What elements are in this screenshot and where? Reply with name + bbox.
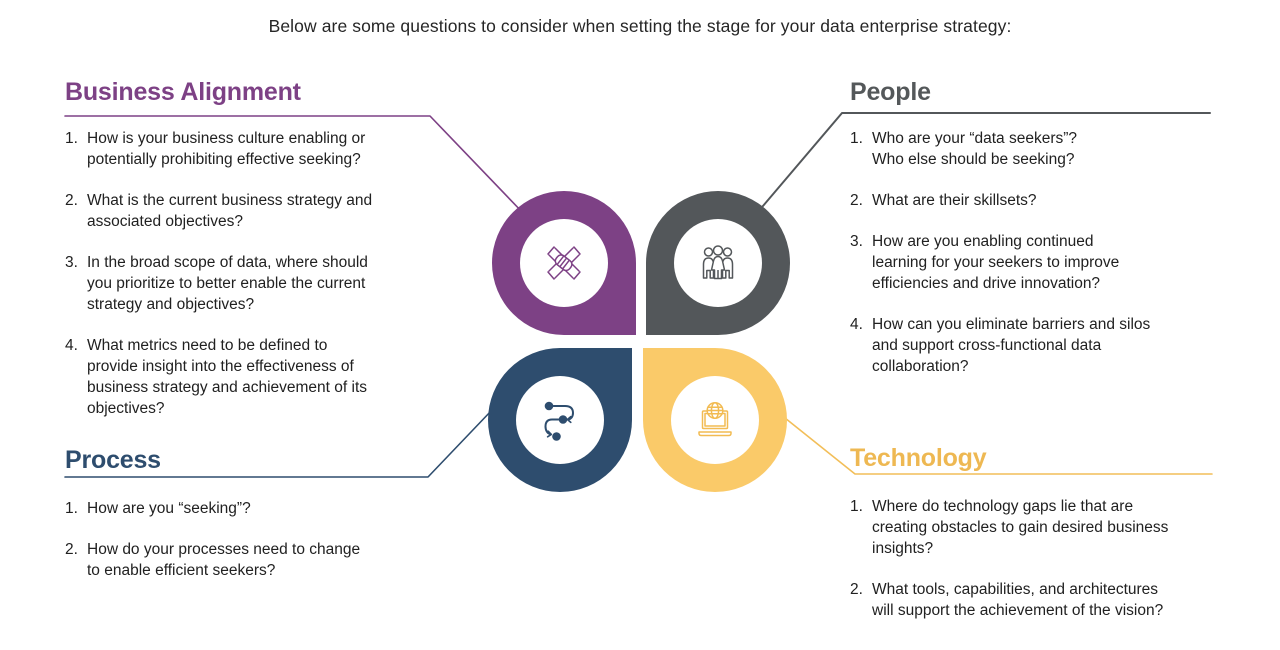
section-business-alignment: Business Alignment 1. How is your busine… [65, 76, 433, 439]
question-number: 2. [850, 581, 863, 598]
question-number: 4. [850, 316, 863, 333]
question-item: 3. In the broad scope of data, where sho… [65, 252, 433, 315]
question-number: 1. [65, 500, 78, 517]
question-number: 4. [65, 337, 78, 354]
question-item: 1. How are you “seeking”? [65, 498, 433, 519]
question-text: What tools, capabilities, and architectu… [872, 581, 1164, 619]
question-text: How are you “seeking”? [87, 500, 251, 517]
connector-people [756, 112, 1211, 214]
question-item: 2. How do your processes need to change … [65, 539, 433, 581]
question-number: 1. [65, 130, 78, 147]
process-shape [488, 348, 632, 492]
icon-circle [520, 219, 608, 307]
question-number: 3. [65, 254, 78, 271]
section-process: Process 1. How are you “seeking”? 2. How… [65, 444, 433, 601]
process-questions: 1. How are you “seeking”? 2. How do your… [65, 498, 433, 581]
people-questions: 1. Who are your “data seekers”? Who else… [850, 128, 1230, 377]
section-people: People 1. Who are your “data seekers”? W… [850, 76, 1230, 397]
question-item: 1. How is your business culture enabling… [65, 128, 433, 170]
people-icon [702, 245, 734, 280]
question-text: How can you eliminate barriers and silos… [872, 316, 1151, 375]
technology-questions: 1. Where do technology gaps lie that are… [850, 496, 1232, 621]
question-text: In the broad scope of data, where should… [87, 254, 368, 313]
question-item: 1. Who are your “data seekers”? Who else… [850, 128, 1230, 170]
business-alignment-shape [492, 191, 636, 335]
technology-shape [643, 348, 787, 492]
people-shape [646, 191, 790, 335]
business-alignment-heading: Business Alignment [65, 78, 301, 106]
process-flow-icon [544, 401, 575, 441]
question-text: Where do technology gaps lie that are cr… [872, 498, 1169, 557]
page-title: Below are some questions to consider whe… [268, 16, 1012, 36]
question-number: 3. [850, 233, 863, 250]
question-item: 3. How are you enabling continued learni… [850, 231, 1230, 294]
hands-together-icon [547, 246, 581, 280]
question-text: What metrics need to be defined to provi… [87, 337, 368, 417]
question-text: What are their skillsets? [872, 192, 1037, 209]
question-number: 2. [850, 192, 863, 209]
technology-heading: Technology [850, 444, 987, 472]
people-heading: People [850, 78, 931, 106]
connector-business-alignment [64, 115, 526, 216]
question-text: How is your business culture enabling or… [87, 130, 366, 168]
question-text: How do your processes need to change to … [87, 541, 361, 579]
icon-circle [516, 376, 604, 464]
business-alignment-questions: 1. How is your business culture enabling… [65, 128, 433, 419]
process-heading: Process [65, 446, 161, 474]
question-item: 1. Where do technology gaps lie that are… [850, 496, 1232, 559]
question-text: What is the current business strategy an… [87, 192, 373, 230]
section-technology: Technology 1. Where do technology gaps l… [850, 442, 1232, 641]
connector-technology [779, 413, 1213, 475]
question-number: 1. [850, 498, 863, 515]
question-number: 2. [65, 192, 78, 209]
icon-circle [674, 219, 762, 307]
question-item: 2. What is the current business strategy… [65, 190, 433, 232]
laptop-globe-icon [698, 401, 732, 437]
connector-process [64, 409, 493, 478]
question-item: 2. What tools, capabilities, and archite… [850, 579, 1232, 621]
question-number: 1. [850, 130, 863, 147]
question-item: 4. What metrics need to be defined to pr… [65, 335, 433, 419]
question-text: Who are your “data seekers”? Who else sh… [872, 130, 1078, 168]
icon-circle [671, 376, 759, 464]
question-number: 2. [65, 541, 78, 558]
question-item: 2. What are their skillsets? [850, 190, 1230, 211]
question-text: How are you enabling continued learning … [872, 233, 1120, 292]
question-item: 4. How can you eliminate barriers and si… [850, 314, 1230, 377]
